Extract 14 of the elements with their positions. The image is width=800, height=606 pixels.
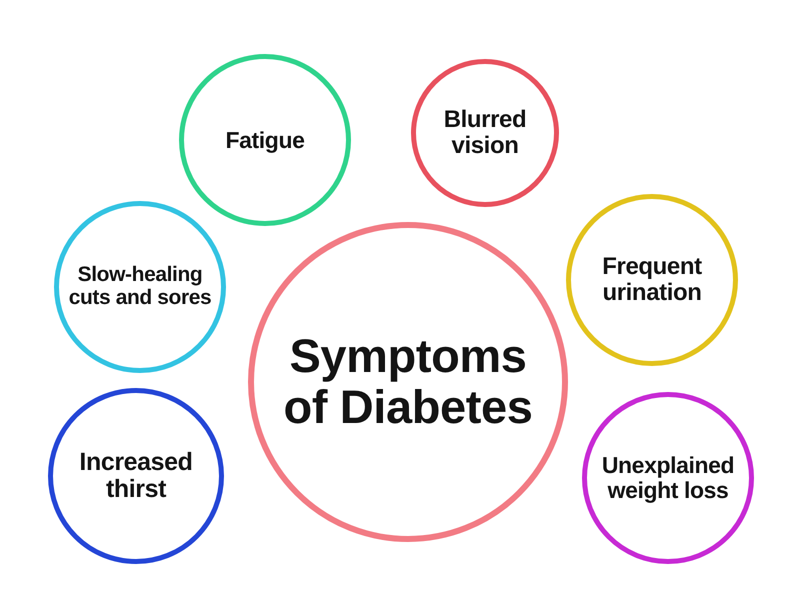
topic-title: Symptoms of Diabetes [283, 331, 533, 433]
symptom-label: Blurred vision [443, 107, 527, 159]
symptom-circle [54, 201, 226, 373]
symptom-circle [566, 194, 738, 366]
topic-circle [248, 222, 568, 542]
symptom-circle [48, 388, 224, 564]
symptom-label: Fatigue [225, 128, 305, 152]
symptom-label: Unexplained weight loss [601, 453, 735, 503]
symptom-label: Increased thirst [78, 449, 194, 503]
symptom-circle [411, 59, 559, 207]
symptom-label: Slow-healing cuts and sores [68, 264, 212, 310]
symptom-circle [179, 54, 351, 226]
symptom-circle [582, 392, 754, 564]
symptom-label: Frequent urination [602, 254, 702, 306]
